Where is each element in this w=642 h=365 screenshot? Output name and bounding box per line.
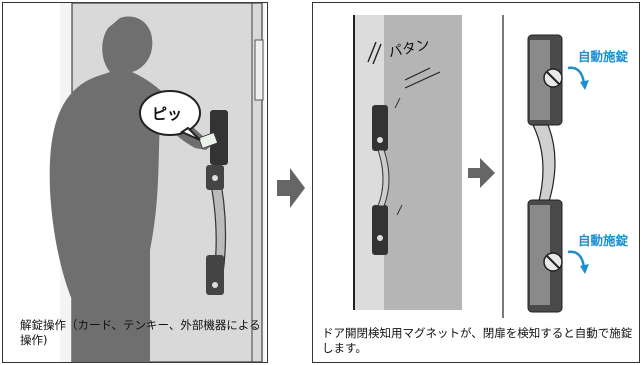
cylinder-lower xyxy=(212,282,218,288)
right-caption: ドア開閉検知用マグネットが、閉扉を検知すると自動で施錠します。 xyxy=(322,326,633,355)
arrow-2 xyxy=(468,158,495,188)
auto-lock-label-top: 自動施錠 xyxy=(578,49,629,64)
left-caption: 解錠操作（カード、テンキー、外部機器による操作) xyxy=(20,318,261,347)
rotate-arrow-bottom xyxy=(567,250,586,269)
right-panel xyxy=(312,2,640,363)
cylinder-upper xyxy=(212,175,218,181)
speech-bubble-tail xyxy=(179,126,201,141)
card xyxy=(198,132,219,149)
right-door-scene xyxy=(353,15,504,318)
beep-text: ピッ xyxy=(152,105,183,123)
rotate-arrow-top xyxy=(567,66,586,85)
auto-lock-label-bottom: 自動施錠 xyxy=(578,233,629,248)
left-door-scene xyxy=(49,2,265,363)
door-hinge xyxy=(254,39,264,101)
arrow-1 xyxy=(277,168,305,208)
door-highlight xyxy=(354,15,384,310)
speech-bubble xyxy=(139,90,201,136)
small-handle-top xyxy=(372,105,388,151)
handle-lower-mount xyxy=(206,255,224,295)
large-handle xyxy=(527,34,589,313)
small-handle-grip xyxy=(377,149,390,207)
reader-unit xyxy=(210,110,228,165)
small-handle-bottom xyxy=(372,205,388,255)
